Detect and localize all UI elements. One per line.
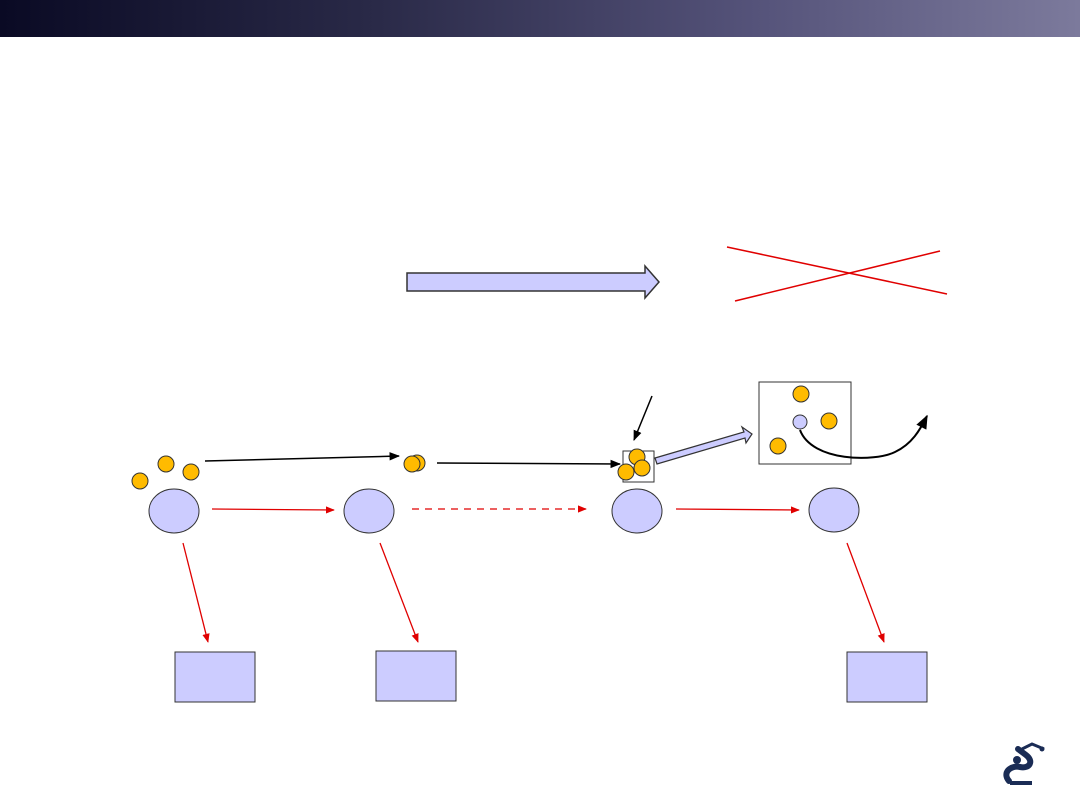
pointer-arrow [633,395,653,441]
small-block-arrow [654,425,753,465]
transition-arrow [211,506,335,514]
inset-particle [769,437,787,455]
cross-mark [726,246,948,302]
inset-particle [792,385,810,403]
state-node [148,488,200,534]
transition-arrow [675,506,800,514]
particle [131,472,149,490]
observation-box [375,650,457,702]
big-block-arrow [406,264,660,300]
particle [633,459,651,477]
robot-arm-logo-icon [1003,742,1045,785]
observation-arrow [182,542,210,643]
observation-arrow [846,542,885,643]
particle [182,463,200,481]
state-node [343,488,395,534]
flow-arrow [204,452,401,462]
flow-arrow [436,459,622,469]
observation-arrow [379,542,419,643]
particle [617,463,635,481]
state-node [611,488,663,534]
curved-arrow [799,414,928,459]
inset-selected-particle [792,414,808,430]
particle [157,455,175,473]
inset-particle [820,412,838,430]
state-node [808,487,860,533]
particle [403,455,421,473]
title-bar [0,0,1080,37]
observation-box [174,651,256,703]
observation-box [846,651,928,703]
